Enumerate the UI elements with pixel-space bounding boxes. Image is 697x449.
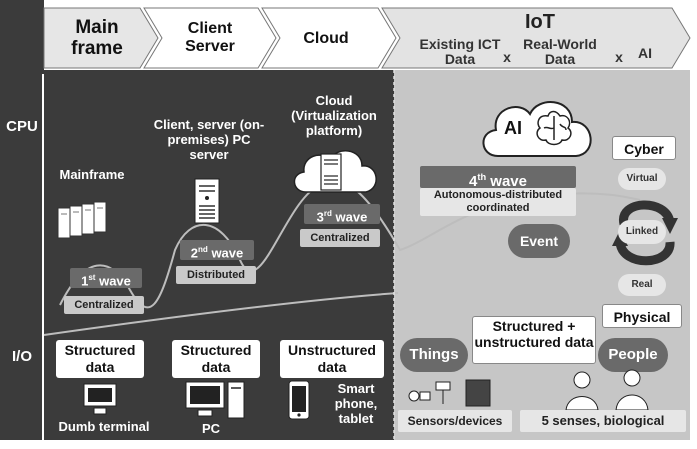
mainframe-icon	[57, 201, 107, 239]
pc-server-icon	[194, 178, 220, 224]
event-node: Event	[508, 224, 570, 258]
cyber-label: Cyber	[612, 136, 676, 160]
senses-label: 5 senses, biological	[520, 410, 686, 432]
people-node: People	[598, 338, 668, 372]
era-header-arrows	[43, 7, 691, 69]
wave-2-note: Distributed	[176, 266, 256, 284]
wave-2-label: 2nd wave	[180, 240, 254, 260]
ai-cloud-icon	[482, 101, 592, 157]
wave-4-label: 4th wave	[420, 166, 576, 190]
structured-unstructured-data: Structured + unstructured data	[472, 316, 596, 364]
iot-real-world-data: Real-World Data	[523, 36, 597, 68]
mainframe-arrow	[43, 7, 159, 69]
wave-2-number: 2	[190, 245, 198, 261]
device-smartphone: Smart phone, tablet	[334, 381, 378, 426]
physical-label: Physical	[602, 304, 682, 328]
left-axis-band	[0, 0, 44, 440]
axis-cpu: CPU	[6, 118, 38, 135]
axis-line	[42, 74, 44, 440]
iot-arrow	[381, 7, 691, 69]
linked-node: Linked	[618, 220, 666, 244]
cloud-title: Cloud (Virtualization platform)	[291, 93, 377, 138]
real-node: Real	[618, 274, 666, 296]
virtual-node: Virtual	[618, 168, 666, 190]
sensors-icon	[408, 379, 491, 407]
wave-1-note: Centralized	[64, 296, 144, 314]
io-baseline	[43, 292, 399, 336]
wave-3-ordinal: rd	[323, 209, 332, 218]
device-pc: PC	[201, 421, 221, 436]
structured-data-1: Structured data	[56, 340, 144, 378]
people-icon	[565, 369, 649, 410]
iot-existing-ict-data: Existing ICT Data	[419, 36, 501, 68]
iot-times-2: x	[615, 49, 623, 65]
iot-ai: AI	[638, 45, 652, 61]
wave-4-ordinal: th	[477, 172, 487, 182]
things-node: Things	[400, 338, 468, 372]
era-mainframe: Main frame	[71, 17, 123, 59]
wave-4-number: 4	[469, 173, 478, 190]
ai-label: AI	[504, 118, 522, 138]
wave-3-word: wave	[335, 209, 368, 225]
client-server-arrow	[143, 7, 277, 69]
wave-3-number: 3	[316, 209, 324, 225]
cloud-icon	[293, 150, 377, 193]
wave-2-ordinal: nd	[197, 245, 208, 254]
era-cloud: Cloud	[303, 30, 349, 47]
unstructured-data: Unstructured data	[280, 340, 384, 378]
wave-1-word: wave	[99, 273, 131, 289]
wave-2-word: wave	[211, 245, 244, 261]
cloud-arrow	[261, 7, 397, 69]
device-dumb-terminal: Dumb terminal	[58, 419, 150, 434]
structured-data-2: Structured data	[172, 340, 260, 378]
wave-1-ordinal: st	[88, 273, 96, 282]
sensors-label: Sensors/devices	[398, 410, 512, 432]
wave-3-note: Centralized	[300, 229, 380, 247]
client-server-title: Client, server (on-premises) PC server	[153, 117, 265, 162]
wave-3-label: 3rd wave	[304, 204, 380, 224]
pc-icon	[185, 381, 245, 419]
wave-4-word: wave	[490, 173, 527, 190]
mainframe-title: Mainframe	[59, 167, 125, 182]
wave-4-note: Autonomous-distributed coordinated	[420, 188, 576, 216]
iot-times-1: x	[503, 49, 511, 65]
era-iot: IoT	[525, 11, 555, 33]
wave-1-number: 1	[81, 273, 89, 289]
axis-io: I/O	[11, 348, 32, 365]
dumb-terminal-icon	[83, 383, 117, 415]
brain-icon	[536, 110, 572, 146]
wave-1-label: 1st wave	[70, 268, 142, 288]
smartphone-icon	[288, 380, 310, 420]
era-client-server: Client Server	[185, 20, 235, 55]
